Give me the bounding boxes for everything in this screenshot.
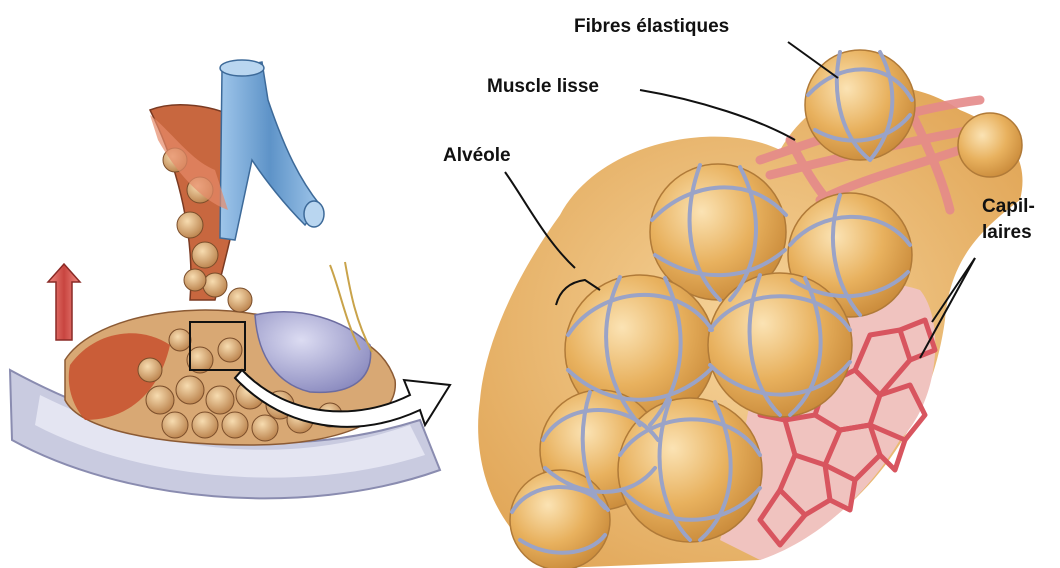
label-muscle-lisse: Muscle lisse (487, 76, 599, 98)
label-fibres-elastiques: Fibres élastiques (574, 16, 729, 38)
label-capillaires-line2: laires (982, 222, 1032, 244)
lung-lobule-overview (10, 60, 450, 498)
label-alveole: Alvéole (443, 145, 511, 167)
label-capillaires-line1: Capil- (982, 196, 1035, 218)
artery-inflow (48, 264, 80, 340)
alveolus-far-right (958, 113, 1022, 177)
alveolar-sac-detail (478, 42, 1022, 568)
